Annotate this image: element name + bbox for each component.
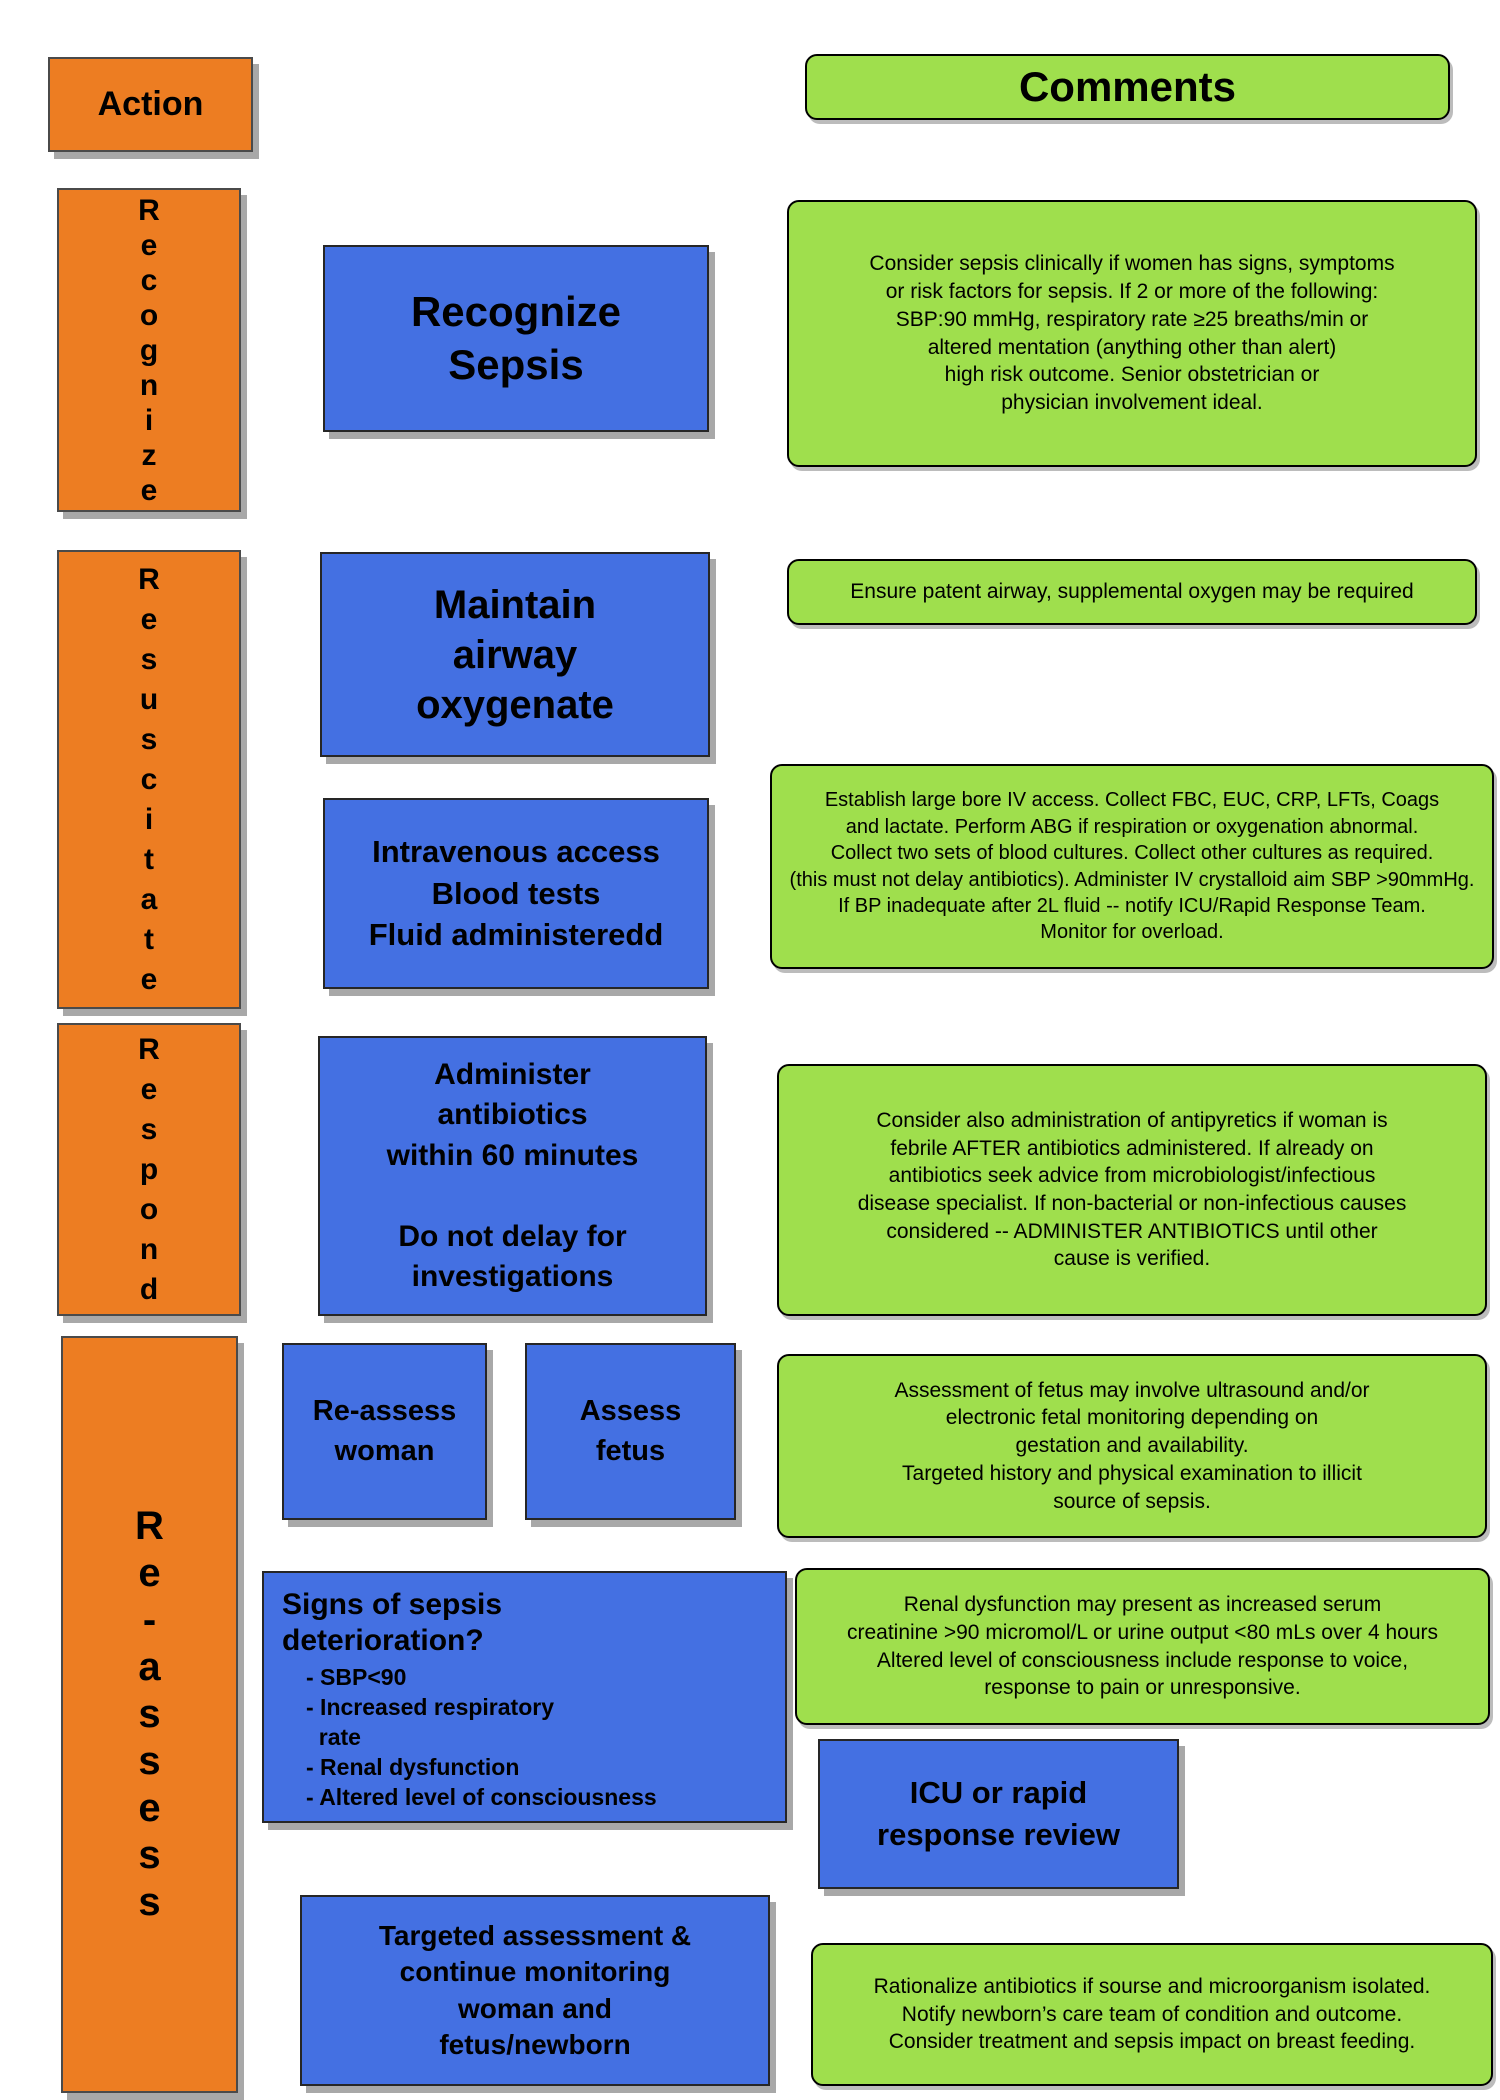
action-maintain-airway-label: Maintain airway oxygenate [416, 582, 614, 727]
stage-column-respond: R e s p o n d [57, 1023, 241, 1316]
stage-label-reassess: R e - a s s e s s [135, 1504, 164, 1924]
action-box-targeted-assessment: Targeted assessment & continue monitorin… [300, 1895, 770, 2086]
legend-comments-box: Comments [805, 54, 1450, 120]
legend-comments-label: Comments [1018, 63, 1237, 110]
signs-title: Signs of sepsis deterioration? [282, 1588, 503, 1657]
action-administer-antibiotics-label: Administer antibiotics within 60 minutes… [386, 1057, 639, 1294]
action-box-administer-antibiotics: Administer antibiotics within 60 minutes… [318, 1036, 707, 1316]
action-box-signs-of-deterioration: Signs of sepsis deterioration? - SBP<90 … [262, 1571, 787, 1823]
stage-label-recognize: R e c o g n i z e [138, 193, 160, 507]
action-box-iv-access: Intravenous access Blood tests Fluid adm… [323, 798, 709, 989]
comment-antibiotics-text: Consider also administration of antipyre… [857, 1108, 1407, 1271]
action-assess-fetus-label: Assess fetus [579, 1395, 682, 1467]
comment-box-antibiotics: Consider also administration of antipyre… [777, 1064, 1487, 1316]
stage-label-respond: R e s p o n d [138, 1032, 160, 1306]
action-icu-review-label: ICU or rapid response review [877, 1775, 1120, 1852]
action-reassess-woman-label: Re-assess woman [312, 1395, 457, 1467]
stage-column-resuscitate: R e s u s c i t a t e [57, 550, 241, 1009]
action-box-assess-fetus: Assess fetus [525, 1343, 736, 1520]
action-recognize-sepsis-label: Recognize Sepsis [410, 288, 622, 388]
stage-column-recognize: R e c o g n i z e [57, 188, 241, 512]
comment-box-renal: Renal dysfunction may present as increas… [795, 1568, 1490, 1725]
action-box-maintain-airway: Maintain airway oxygenate [320, 552, 710, 757]
comment-renal-text: Renal dysfunction may present as increas… [846, 1593, 1439, 1700]
comment-airway-text: Ensure patent airway, supplemental oxyge… [850, 580, 1414, 604]
comment-box-rationalize: Rationalize antibiotics if sourse and mi… [811, 1943, 1493, 2086]
legend-action-label: Action [97, 85, 204, 123]
signs-items: - SBP<90 - Increased respiratory rate - … [306, 1664, 657, 1810]
comment-box-airway: Ensure patent airway, supplemental oxyge… [787, 559, 1477, 625]
action-targeted-assessment-label: Targeted assessment & continue monitorin… [378, 1919, 692, 2060]
action-iv-access-label: Intravenous access Blood tests Fluid adm… [368, 833, 664, 953]
stage-column-reassess: R e - a s s e s s [61, 1336, 238, 2093]
action-box-recognize-sepsis: Recognize Sepsis [323, 245, 709, 432]
legend-action-box: Action [48, 57, 253, 152]
action-box-icu-review: ICU or rapid response review [818, 1739, 1179, 1889]
stage-label-resuscitate: R e s u s c i t a t e [138, 562, 160, 996]
action-box-reassess-woman: Re-assess woman [282, 1343, 487, 1520]
comment-iv-text: Establish large bore IV access. Collect … [789, 789, 1475, 944]
comment-recognize-text: Consider sepsis clinically if women has … [869, 252, 1395, 414]
comment-box-recognize: Consider sepsis clinically if women has … [787, 200, 1477, 467]
comment-box-iv: Establish large bore IV access. Collect … [770, 764, 1494, 969]
comment-rationalize-text: Rationalize antibiotics if sourse and mi… [873, 1974, 1431, 2054]
comment-box-fetus: Assessment of fetus may involve ultrasou… [777, 1354, 1487, 1538]
comment-fetus-text: Assessment of fetus may involve ultrasou… [894, 1378, 1370, 1513]
